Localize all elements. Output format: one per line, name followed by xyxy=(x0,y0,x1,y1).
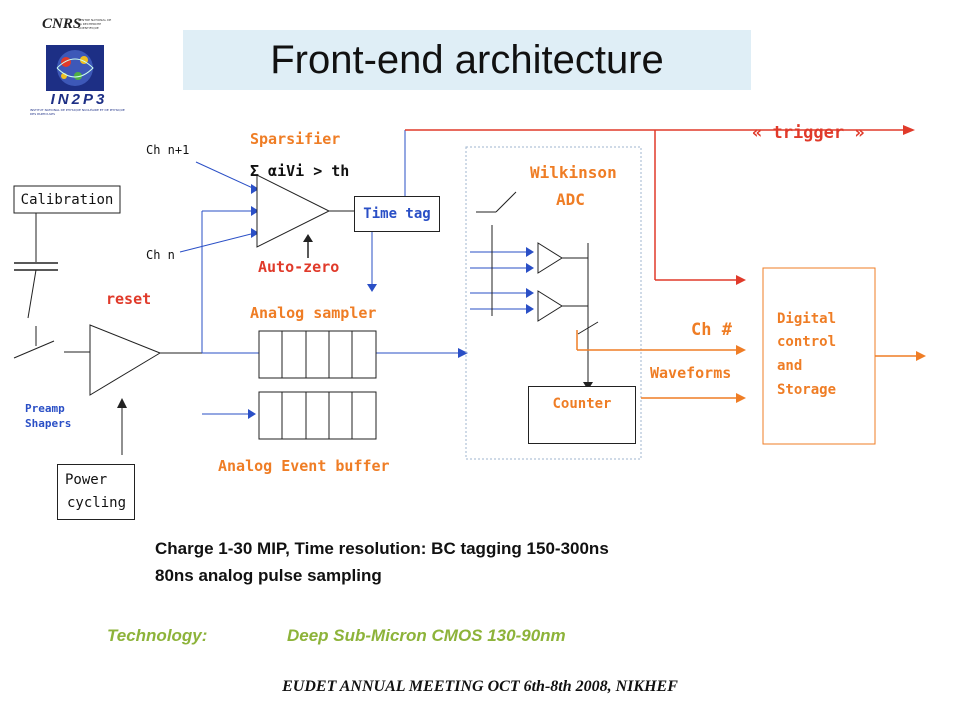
power-cycling-box xyxy=(57,464,135,520)
counter-label: Counter xyxy=(552,396,612,412)
output-lines xyxy=(576,330,918,399)
adc-comparator-top xyxy=(537,242,563,274)
ch-hash-label: Ch # xyxy=(691,320,732,340)
trigger-line xyxy=(405,129,905,281)
digital-control-box xyxy=(762,267,876,445)
preamp-label: Preamp xyxy=(25,402,65,415)
spec-line-1: Charge 1-30 MIP, Time resolution: BC tag… xyxy=(155,539,609,558)
sparsifier-label: Sparsifier xyxy=(250,130,341,148)
ch-n-label: Ch n xyxy=(146,248,175,262)
control-label: control xyxy=(777,334,837,350)
page-title: Front-end architecture xyxy=(270,38,664,82)
time-tag-box xyxy=(354,196,440,232)
sparsifier-comparator xyxy=(256,174,331,248)
adc-region xyxy=(465,146,642,460)
shapers-label: Shapers xyxy=(25,417,72,430)
digital-label: Digital xyxy=(777,311,837,327)
adc-label: ADC xyxy=(556,190,585,209)
cnrs-logo-text: CNRS xyxy=(42,16,82,32)
spec-line-2: 80ns analog pulse sampling xyxy=(155,566,382,585)
calibration-label: Calibration xyxy=(20,192,114,208)
preamp-symbol xyxy=(89,324,162,396)
power-label: Power xyxy=(65,472,108,488)
title-background xyxy=(183,30,751,90)
time-tag-label: Time tag xyxy=(363,206,431,222)
in2p3-logo-caption: INSTITUT NATIONAL DE PHYSIQUE NUCLÉAIRE … xyxy=(30,108,125,116)
cycling-label: cycling xyxy=(67,495,127,511)
reset-label: reset xyxy=(106,290,152,308)
analog-sampler-cells xyxy=(258,330,377,379)
auto-zero-label: Auto-zero xyxy=(258,258,340,276)
sparsifier-formula: Σ αiVi > th xyxy=(250,162,350,180)
technology-label: Technology: xyxy=(107,626,208,645)
analog-sampler-label: Analog sampler xyxy=(250,304,377,322)
analog-event-buffer-label: Analog Event buffer xyxy=(218,457,390,475)
calibration-box xyxy=(13,185,121,214)
cnrs-logo: CNRS CENTRE NATIONAL DE LA RECHERCHE SCI… xyxy=(42,14,112,44)
wilkinson-label: Wilkinson xyxy=(530,163,617,182)
footer: EUDET ANNUAL MEETING OCT 6th-8th 2008, N… xyxy=(282,678,678,695)
cnrs-logo-caption: CENTRE NATIONAL DE LA RECHERCHE SCIENTIF… xyxy=(78,18,112,30)
technology-value: Deep Sub-Micron CMOS 130-90nm xyxy=(287,626,566,645)
adc-comparator-bottom xyxy=(537,290,563,322)
and-label: and xyxy=(777,358,803,374)
counter-box xyxy=(528,386,636,444)
in2p3-logo-text: IN2P3 xyxy=(50,91,108,108)
ch-n1-label: Ch n+1 xyxy=(146,143,190,157)
trigger-label: « trigger » xyxy=(752,123,865,143)
storage-label: Storage xyxy=(777,382,837,398)
waveforms-label: Waveforms xyxy=(650,364,732,382)
in2p3-logo xyxy=(46,45,104,91)
analog-event-buffer-cells xyxy=(258,391,377,440)
